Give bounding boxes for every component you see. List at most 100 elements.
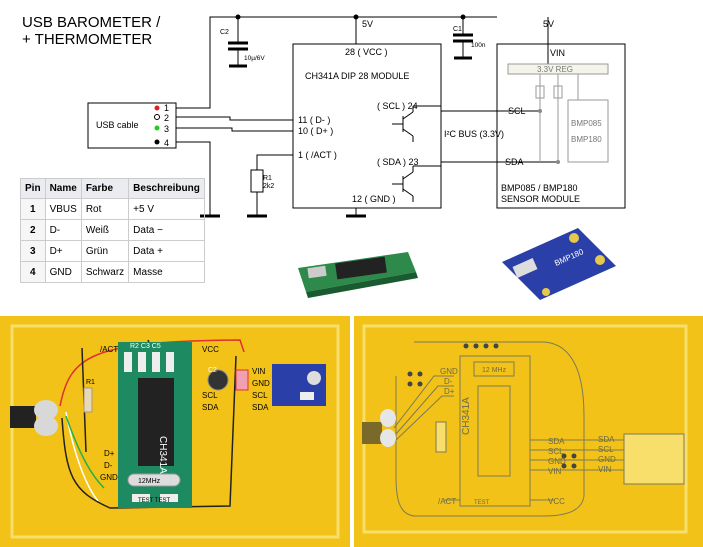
left-board-layout: /ACT VCC VIN GND SCL SDA SCL SDA D+ D- G… bbox=[0, 316, 350, 547]
bmp180-sensor bbox=[272, 364, 326, 406]
usb-cable-label: USB cable bbox=[96, 120, 139, 130]
supply-5v-right: 5V bbox=[543, 19, 554, 29]
sensor-module-label-2: SENSOR MODULE bbox=[501, 194, 580, 204]
table-row: 2 D- Weiß Data − bbox=[20, 219, 205, 241]
resistor-r1-outline bbox=[435, 421, 447, 453]
ch341-module-label: CH341A DIP 28 MODULE bbox=[305, 71, 409, 81]
left-label-gnd2: GND bbox=[100, 473, 118, 482]
bmp180-sensor-photo: BMP180 bbox=[502, 228, 616, 300]
table-header: Farbe bbox=[80, 178, 130, 199]
ch341-act-pin: 1 ( /ACT ) bbox=[298, 150, 337, 160]
usb-pin-3: 3 bbox=[164, 124, 169, 134]
right-label-sda-r: SDA bbox=[598, 435, 615, 444]
table-header: Name bbox=[44, 178, 82, 199]
left-label-sda-2: SDA bbox=[202, 403, 219, 412]
right-crystal-label: 12 MHz bbox=[482, 367, 507, 374]
usb-pin-1: 1 bbox=[164, 103, 169, 113]
usb-pin1-dot bbox=[154, 105, 160, 111]
left-label-scl: SCL bbox=[252, 391, 268, 400]
usb-plug-outline bbox=[362, 422, 382, 444]
table-header-row: Pin Name Farbe Beschreibung bbox=[20, 178, 205, 199]
page-title: USB BAROMETER / + THERMOMETER bbox=[22, 14, 161, 48]
right-label-vcc: VCC bbox=[548, 497, 565, 506]
right-label-vin-r: VIN bbox=[598, 465, 612, 474]
ch341-dminus-pin: 11 ( D- ) bbox=[298, 115, 330, 125]
ch341-vcc-pin: 28 ( VCC ) bbox=[345, 47, 388, 57]
table-cell: 2 bbox=[20, 219, 46, 241]
table-cell: Data + bbox=[128, 240, 205, 262]
left-label-dminus: D- bbox=[104, 461, 113, 470]
usb-plug bbox=[10, 406, 36, 428]
left-label-vcc: VCC bbox=[202, 345, 219, 354]
right-label-gnd2: GND bbox=[548, 457, 566, 466]
table-cell: Data − bbox=[128, 219, 205, 241]
right-label-act: /ACT bbox=[438, 497, 456, 506]
i2c-bus-label: I²C BUS (3.3V) bbox=[444, 129, 504, 139]
usb-pin-table: Pin Name Farbe Beschreibung 1 VBUS Rot +… bbox=[20, 178, 205, 283]
usb-connector-box bbox=[87, 102, 177, 149]
schematic: USB cable 1 2 3 4 C2 10µ/6V C1 100n 5V 5… bbox=[87, 14, 626, 300]
ch341-module-box bbox=[292, 43, 442, 209]
c1-value: 100n bbox=[471, 42, 486, 49]
right-label-scl-r: SCL bbox=[598, 445, 614, 454]
right-label-vin: VIN bbox=[548, 467, 562, 476]
sensor-chip-bmp180: BMP180 bbox=[571, 135, 602, 144]
left-label-gnd: GND bbox=[252, 379, 270, 388]
r1-value: 2k2 bbox=[263, 183, 274, 190]
right-chip-label: CH341A bbox=[461, 397, 472, 435]
ch341-dplus-pin: 10 ( D+ ) bbox=[298, 126, 333, 136]
resistor-r1-photo bbox=[83, 387, 93, 413]
sensor-module-label-1: BMP085 / BMP180 bbox=[501, 183, 578, 193]
left-label-scl-2: SCL bbox=[202, 391, 218, 400]
right-label-sda: SDA bbox=[548, 437, 565, 446]
right-label-dplus: D+ bbox=[444, 387, 455, 396]
right-board-layout: GND D- D+ SDA SCL GND VIN /ACT TEST VCC … bbox=[354, 316, 703, 547]
right-label-gnd: GND bbox=[440, 367, 458, 376]
right-label-scl: SCL bbox=[548, 447, 564, 456]
table-header: Beschreibung bbox=[128, 178, 205, 199]
usb-pin-2: 2 bbox=[164, 113, 169, 123]
left-label-dplus: D+ bbox=[104, 449, 115, 458]
table-cell: D- bbox=[44, 219, 82, 241]
ch341-scl-pin: ( SCL ) 24 bbox=[377, 101, 418, 111]
right-label-test: TEST bbox=[474, 500, 490, 506]
ch341-gnd-pin: 12 ( GND ) bbox=[352, 194, 396, 204]
usb-pin4-dot bbox=[154, 139, 160, 145]
table-cell: 3 bbox=[20, 240, 46, 262]
left-label-act: /ACT bbox=[100, 345, 118, 354]
usb-pin3-dot bbox=[154, 125, 160, 131]
sensor-vin-pin: VIN bbox=[550, 48, 565, 58]
usb-pin2-dot bbox=[154, 114, 160, 120]
table-cell: GND bbox=[44, 261, 82, 283]
sensor-sda-pin: SDA bbox=[505, 157, 524, 167]
left-label-vin: VIN bbox=[252, 367, 266, 376]
r1-name: R1 bbox=[263, 175, 272, 182]
sensor-chip-bmp085: BMP085 bbox=[571, 119, 602, 128]
right-label-dminus: D- bbox=[444, 377, 453, 386]
left-label-r1: R1 bbox=[86, 379, 95, 386]
capacitor-c2-photo bbox=[207, 369, 229, 391]
table-cell: D+ bbox=[44, 240, 82, 262]
table-row: 3 D+ Grün Data + bbox=[20, 240, 205, 262]
left-module-top-label: R2 C3 C5 bbox=[130, 343, 161, 350]
table-cell: Rot bbox=[80, 198, 130, 220]
left-label-c2: C2 bbox=[208, 367, 217, 374]
sensor-regulator-label: 3.3V REG bbox=[537, 65, 573, 74]
left-label-sda: SDA bbox=[252, 403, 269, 412]
c2-value: 10µ/6V bbox=[244, 55, 265, 62]
table-cell: Weiß bbox=[80, 219, 130, 241]
left-chip-label: CH341A bbox=[157, 436, 168, 474]
usb-pin-4: 4 bbox=[164, 138, 169, 148]
table-row: 1 VBUS Rot +5 V bbox=[20, 198, 205, 220]
left-crystal-label: 12MHz bbox=[138, 478, 161, 485]
ch341-module-photo bbox=[298, 252, 418, 298]
supply-5v-left: 5V bbox=[362, 19, 373, 29]
c1-name: C1 bbox=[453, 26, 462, 33]
table-cell: 1 bbox=[20, 198, 46, 220]
ch341-sda-pin: ( SDA ) 23 bbox=[377, 157, 419, 167]
left-test-labels: TEST TEST bbox=[138, 498, 170, 504]
table-cell: Schwarz bbox=[80, 261, 130, 283]
table-cell: 4 bbox=[20, 261, 46, 283]
sensor-module-box bbox=[496, 43, 626, 209]
table-cell: Masse bbox=[128, 261, 205, 283]
